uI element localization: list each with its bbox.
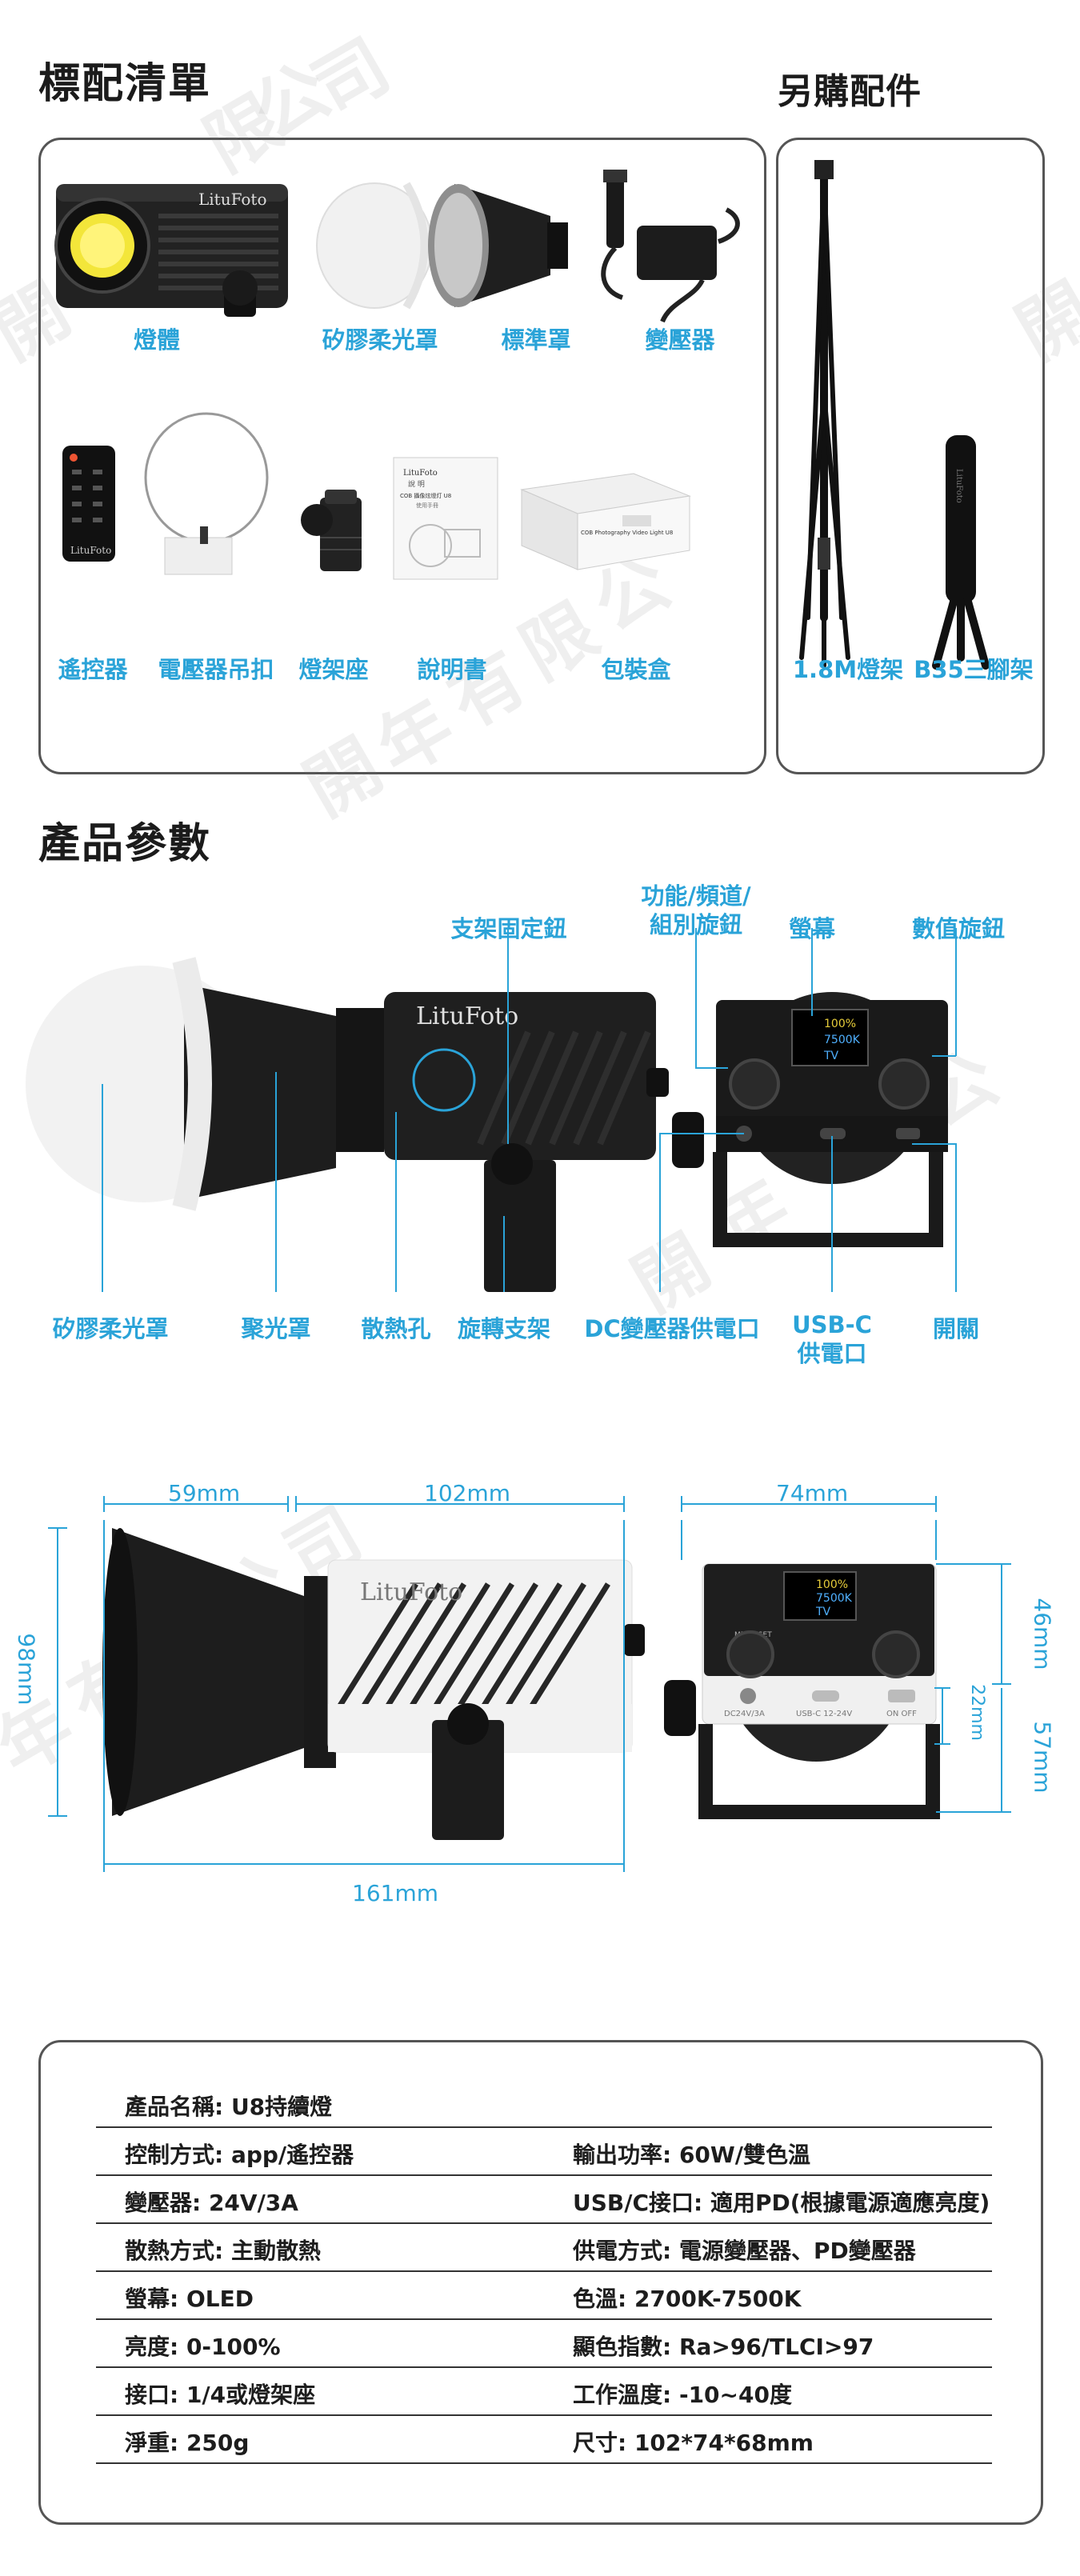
item-label: 標準罩 xyxy=(501,326,571,354)
item-label: 矽膠柔光罩 xyxy=(322,326,438,354)
standard-reflector-image xyxy=(428,184,568,307)
manual-image: LituFoto 說 明 COB 攝像炫燈灯 U8 使用手冊 xyxy=(393,457,498,580)
item-label: B35三腳架 xyxy=(914,656,1034,683)
diagram-label-reflector: 聚光罩 xyxy=(241,1315,311,1342)
item-label: 包裝盒 xyxy=(601,656,671,683)
spec-right: 供電方式: 電源變壓器、PD變壓器 xyxy=(573,2238,916,2264)
spec-row: 變壓器: 24V/3A USB/C接口: 適用PD(根據電源適應亮度) xyxy=(96,2176,992,2224)
manual-small: 使用手冊 xyxy=(416,502,438,509)
spec-right: 色溫: 2700K-7500K xyxy=(573,2286,802,2312)
manual-brand: LituFoto xyxy=(403,469,438,478)
heading-params: 產品參數 xyxy=(38,820,212,868)
dim-screen-mode: TV xyxy=(815,1606,831,1618)
box-image: COB Photography Video Light U8 xyxy=(520,473,691,570)
item-label: 說明書 xyxy=(417,656,487,683)
item-label: 電壓器吊扣 xyxy=(158,656,274,683)
screen-cct: 7500K xyxy=(824,1034,861,1046)
diagram-label-usbc-line2: 供電口 xyxy=(797,1340,867,1367)
silicone-dome-image xyxy=(316,182,433,310)
diagram-label-screen: 螢幕 xyxy=(788,915,835,942)
diagram-label-func-line2: 組別旋鈕 xyxy=(649,911,742,938)
manual-subtitle: COB 攝像炫燈灯 U8 xyxy=(400,492,451,499)
dimension-98: 98mm xyxy=(13,1633,40,1706)
parts-diagram: LituFoto 100% 7500K TV xyxy=(26,928,957,1292)
spec-left: 變壓器: 24V/3A xyxy=(125,2190,298,2216)
dimension-102: 102mm xyxy=(424,1480,510,1506)
adapter-image xyxy=(601,170,740,323)
item-label: 1.8M燈架 xyxy=(792,656,904,683)
light-body-image: LituFoto xyxy=(54,184,288,317)
light-brand: LituFoto xyxy=(198,190,267,209)
item-label: 燈體 xyxy=(133,326,180,354)
diagram-label-func-line1: 功能/頻道/ xyxy=(641,882,751,910)
diagram-label-switch: 開關 xyxy=(932,1315,979,1342)
spec-name: 產品名稱: U8持續燈 xyxy=(125,2094,333,2120)
remote-image: LituFoto xyxy=(62,446,115,562)
spec-row: 螢幕: OLED 色溫: 2700K-7500K xyxy=(96,2272,992,2320)
optional-items-art: LituFoto xyxy=(799,160,990,670)
box-text: COB Photography Video Light U8 xyxy=(581,530,673,536)
item-label: 燈架座 xyxy=(298,656,369,683)
standard-items-art: LituFoto LituFoto xyxy=(54,170,740,580)
dim-brand: LituFoto xyxy=(360,1578,462,1606)
diagram-label-fix-knob: 支架固定鈕 xyxy=(450,915,567,942)
spec-right: USB/C接口: 適用PD(根據電源適應亮度) xyxy=(573,2190,990,2216)
item-label: 變壓器 xyxy=(645,326,715,354)
remote-brand: LituFoto xyxy=(70,545,111,556)
spec-row: 產品名稱: U8持續燈 xyxy=(96,2080,992,2128)
diagram-label-silicone: 矽膠柔光罩 xyxy=(52,1315,169,1342)
diagram-label-bracket: 旋轉支架 xyxy=(457,1315,550,1342)
spec-row: 亮度: 0-100% 顯色指數: Ra>96/TLCI>97 xyxy=(96,2320,992,2368)
dimension-74: 74mm xyxy=(776,1480,849,1506)
spec-left: 接口: 1/4或燈架座 xyxy=(125,2382,316,2408)
dimension-22: 22mm xyxy=(966,1684,987,1741)
mini-tripod-image: LituFoto xyxy=(932,435,990,670)
dim-screen-cct: 7500K xyxy=(816,1592,853,1605)
port-usbc-text: USB-C 12-24V xyxy=(796,1710,852,1718)
spec-left: 控制方式: app/遙控器 xyxy=(125,2142,354,2168)
stand-mount-image xyxy=(301,490,362,571)
spec-right: 工作溫度: -10~40度 xyxy=(573,2382,792,2408)
dimension-59: 59mm xyxy=(168,1480,241,1506)
item-label: 遙控器 xyxy=(58,656,128,683)
tripod-brand: LituFoto xyxy=(954,469,963,503)
dim-screen-brightness: 100% xyxy=(816,1578,848,1591)
diagram-label-value-knob: 數值旋鈕 xyxy=(911,915,1005,942)
dimension-161: 161mm xyxy=(352,1880,438,1906)
port-dc-text: DC24V/3A xyxy=(724,1710,765,1718)
spec-right: 尺寸: 102*74*68mm xyxy=(573,2430,814,2456)
light-stand-image xyxy=(799,160,850,668)
spec-left: 螢幕: OLED xyxy=(125,2286,254,2312)
port-switch-text: ON OFF xyxy=(886,1710,917,1718)
diagram-label-usbc-line1: USB-C xyxy=(792,1311,872,1338)
screen-mode: TV xyxy=(823,1050,839,1062)
diagram-brand: LituFoto xyxy=(416,1002,518,1030)
diagram-label-vent: 散熱孔 xyxy=(361,1315,431,1342)
spec-left: 淨重: 250g xyxy=(125,2430,250,2456)
diagram-label-dc-port: DC變壓器供電口 xyxy=(584,1315,760,1342)
heading-standard: 標配清單 xyxy=(38,60,212,108)
dimension-57: 57mm xyxy=(1029,1721,1056,1794)
dimension-46: 46mm xyxy=(1029,1598,1056,1670)
spec-left: 散熱方式: 主動散熱 xyxy=(125,2238,321,2264)
spec-row: 控制方式: app/遙控器 輸出功率: 60W/雙色溫 xyxy=(96,2128,992,2176)
spec-right: 輸出功率: 60W/雙色溫 xyxy=(573,2142,811,2168)
spec-row: 接口: 1/4或燈架座 工作溫度: -10~40度 xyxy=(96,2368,992,2416)
heading-optional: 另購配件 xyxy=(778,71,922,112)
spec-row: 散熱方式: 主動散熱 供電方式: 電源變壓器、PD變壓器 xyxy=(96,2224,992,2272)
buckle-image xyxy=(144,412,269,575)
dimension-diagram: LituFoto 100% 7500K TV MENU/SET DC24V/3A… xyxy=(48,1496,1011,1872)
spec-row: 淨重: 250g 尺寸: 102*74*68mm xyxy=(96,2416,992,2464)
diagram-label-usbc: USB-C 供電口 xyxy=(784,1310,880,1368)
spec-left: 亮度: 0-100% xyxy=(125,2334,281,2360)
screen-brightness: 100% xyxy=(824,1018,856,1030)
spec-right: 顯色指數: Ra>96/TLCI>97 xyxy=(573,2334,874,2360)
spec-panel xyxy=(38,2040,1043,2525)
manual-title: 說 明 xyxy=(408,479,425,489)
diagram-label-func: 功能/頻道/ 組別旋鈕 xyxy=(624,882,768,939)
